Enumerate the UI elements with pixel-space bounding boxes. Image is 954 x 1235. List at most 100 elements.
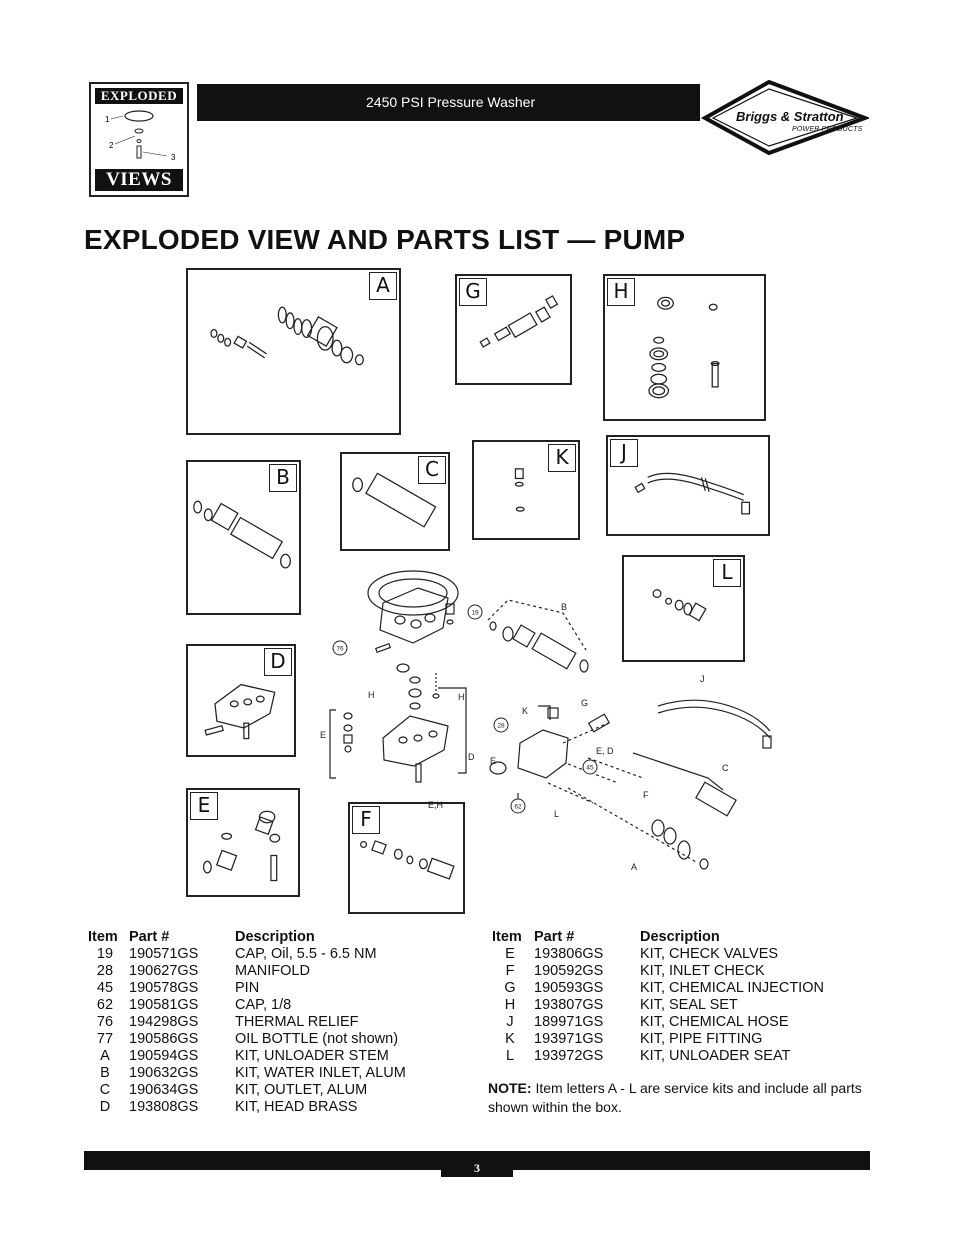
item-cell: G [504, 980, 516, 996]
note-text: Item letters A - L are service kits and … [488, 1080, 862, 1115]
part-number-cell: 193807GS [534, 997, 604, 1013]
part-number-cell: 190592GS [534, 963, 604, 979]
header-part: Part # [534, 929, 575, 945]
diagram-label-g: G [581, 698, 588, 708]
service-kit-note: NOTE: Item letters A - L are service kit… [488, 1079, 863, 1117]
exploded-views-logo: EXPLODED 1 2 3 VIEWS [89, 82, 189, 197]
note-label: NOTE: [488, 1080, 532, 1096]
kit-label-b: B [269, 464, 297, 492]
kit-label-f: F [352, 806, 380, 834]
part-number-cell: 190593GS [534, 980, 604, 996]
part-number-cell: 193972GS [534, 1048, 604, 1064]
pump-exploded-diagram: B J K G E, D C F A L E H H D E,H E 19 76… [320, 570, 772, 872]
part-number-cell: 193971GS [534, 1031, 604, 1047]
kit-box-g: G [455, 274, 572, 385]
kit-box-b: B [186, 460, 301, 615]
product-title: 2450 PSI Pressure Washer [366, 94, 536, 110]
part-number-cell: 193808GS [129, 1099, 199, 1115]
manifold [517, 729, 569, 779]
header-part: Part # [129, 929, 170, 945]
kit-label-d: D [264, 648, 292, 676]
description-cell: THERMAL RELIEF [235, 1014, 359, 1030]
kit-label-g: G [459, 278, 487, 306]
diagram-label-h-right: H [458, 692, 465, 702]
kit-box-c: C [340, 452, 450, 551]
part-number-cell: 190578GS [129, 980, 199, 996]
logo-top-text: EXPLODED [95, 88, 183, 104]
callout-76: 76 [336, 646, 344, 653]
description-cell: KIT, PIPE FITTING [640, 1031, 763, 1047]
part-number-cell: 190627GS [129, 963, 199, 979]
item-cell: 62 [96, 997, 114, 1013]
part-number-cell: 190594GS [129, 1048, 199, 1064]
kit-box-h: H [603, 274, 766, 421]
header-item: Item [88, 929, 118, 945]
description-cell: CAP, 1/8 [235, 997, 292, 1013]
kit-label-a: A [369, 272, 397, 300]
description-cell: OIL BOTTLE (not shown) [235, 1031, 399, 1047]
part-number-cell: 189971GS [534, 1014, 604, 1030]
logo-callout-2: 2 [109, 141, 114, 150]
item-cell: 77 [96, 1031, 114, 1047]
callout-28: 28 [497, 723, 505, 730]
description-cell: KIT, HEAD BRASS [235, 1099, 358, 1115]
description-cell: KIT, CHEMICAL INJECTION [640, 980, 824, 996]
kit-box-l: L [622, 555, 745, 662]
diagram-label-b: B [561, 602, 567, 612]
part-number-cell: 190571GS [129, 946, 199, 962]
item-cell: D [99, 1099, 111, 1115]
kit-box-f: F [348, 802, 465, 914]
logo-parts-icon: 1 2 3 [105, 110, 176, 162]
diagram-label-e-mid: E [490, 756, 496, 766]
item-cell: C [99, 1082, 111, 1098]
kit-e-parts-icon [202, 810, 281, 882]
kit-label-j: J [610, 439, 638, 467]
diagram-label-eh: E,H [428, 800, 443, 810]
description-cell: PIN [235, 980, 260, 996]
product-title-bar: 2450 PSI Pressure Washer [197, 84, 700, 121]
logo-bottom-text: VIEWS [95, 169, 183, 191]
brand-sub: POWER PRODUCTS [792, 126, 863, 133]
kit-label-l: L [713, 559, 741, 587]
item-cell: F [505, 963, 515, 979]
kit-label-e: E [190, 792, 218, 820]
kit-label-k: K [548, 444, 576, 472]
description-cell: KIT, OUTLET, ALUM [235, 1082, 368, 1098]
page-title: EXPLODED VIEW AND PARTS LIST — PUMP [84, 224, 686, 255]
diagram-label-a: A [631, 862, 637, 872]
part-number-cell: 190586GS [129, 1031, 199, 1047]
kit-b-parts-icon [193, 500, 291, 569]
description-cell: KIT, INLET CHECK [640, 963, 765, 979]
kit-g-parts-icon [479, 295, 559, 348]
part-number-cell: 194298GS [129, 1014, 199, 1030]
diagram-label-d: D [468, 752, 475, 762]
pump-head [382, 715, 449, 767]
callout-62: 62 [514, 804, 522, 811]
item-cell: B [100, 1065, 110, 1081]
kit-label-h: H [607, 278, 635, 306]
kit-k-parts-icon [514, 468, 525, 512]
item-cell: 28 [96, 963, 114, 979]
diagram-label-e-left: E [320, 730, 326, 740]
diagram-label-k: K [522, 706, 528, 716]
header-description: Description [235, 929, 315, 945]
item-cell: 76 [96, 1014, 114, 1030]
kit-f-parts-icon [360, 840, 455, 880]
brand-name: Briggs & Stratton [736, 109, 844, 124]
item-cell: 19 [96, 946, 114, 962]
diagram-label-c: C [722, 763, 729, 773]
part-number-cell: 190581GS [129, 997, 199, 1013]
kit-d-parts-icon [204, 683, 276, 740]
pump-housing-flange [367, 570, 459, 616]
diagram-label-f: F [643, 790, 649, 800]
kit-a-parts-icon [210, 306, 364, 366]
description-cell: KIT, SEAL SET [640, 997, 738, 1013]
page-number: 3 [441, 1151, 513, 1177]
kit-box-d: D [186, 644, 296, 757]
pump-body [379, 587, 449, 644]
item-cell: A [100, 1048, 110, 1064]
callout-45: 45 [586, 765, 594, 772]
part-number-cell: 190634GS [129, 1082, 199, 1098]
description-cell: KIT, WATER INLET, ALUM [235, 1065, 406, 1081]
description-cell: MANIFOLD [235, 963, 310, 979]
